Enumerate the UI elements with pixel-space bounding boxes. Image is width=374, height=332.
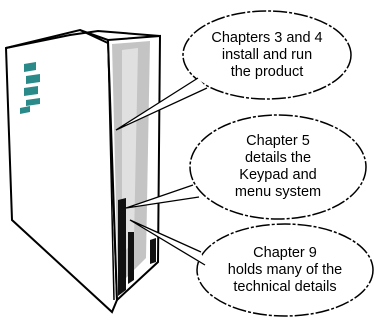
manual-logo <box>20 62 40 114</box>
manual-front-face <box>4 28 119 314</box>
manual-bottom-tab <box>128 232 134 284</box>
callout-1-line-3: the product <box>230 64 304 80</box>
manual-bottom-tab-2 <box>150 238 156 264</box>
callout-bubble-chapter-9 <box>129 219 374 317</box>
callout-text-chapter-5: Chapter 5 details the Keypad and menu sy… <box>193 133 363 201</box>
callout-1-line-1: Chapters 3 and 4 <box>211 30 323 46</box>
manual-binder <box>4 28 162 314</box>
manual-bottom-pages <box>118 198 126 296</box>
callout-2-line-3: Keypad and <box>239 167 317 183</box>
callout-text-chapters-3-4: Chapters 3 and 4 install and run the pro… <box>183 30 351 81</box>
callout-2-line-4: menu system <box>234 184 322 200</box>
callout-pointer-1 <box>115 77 208 131</box>
callout-bubble-chapters-3-4 <box>115 10 352 131</box>
callout-1-line-2: install and run <box>221 47 313 63</box>
callout-text-chapter-9: Chapter 9 holds many of the technical de… <box>200 245 370 296</box>
callout-bubble-chapter-5 <box>125 114 367 220</box>
callout-3-line-2: holds many of the <box>227 262 343 278</box>
callout-2-line-1: Chapter 5 <box>246 133 310 149</box>
callout-pointer-3 <box>129 219 206 266</box>
callout-pointer-2 <box>125 184 200 209</box>
callout-3-line-1: Chapter 9 <box>253 245 317 261</box>
callout-3-line-3: technical details <box>233 279 337 295</box>
manual-rim-line <box>107 39 115 301</box>
callout-2-line-2: details the <box>244 150 312 166</box>
manual-top-edge <box>5 29 161 49</box>
